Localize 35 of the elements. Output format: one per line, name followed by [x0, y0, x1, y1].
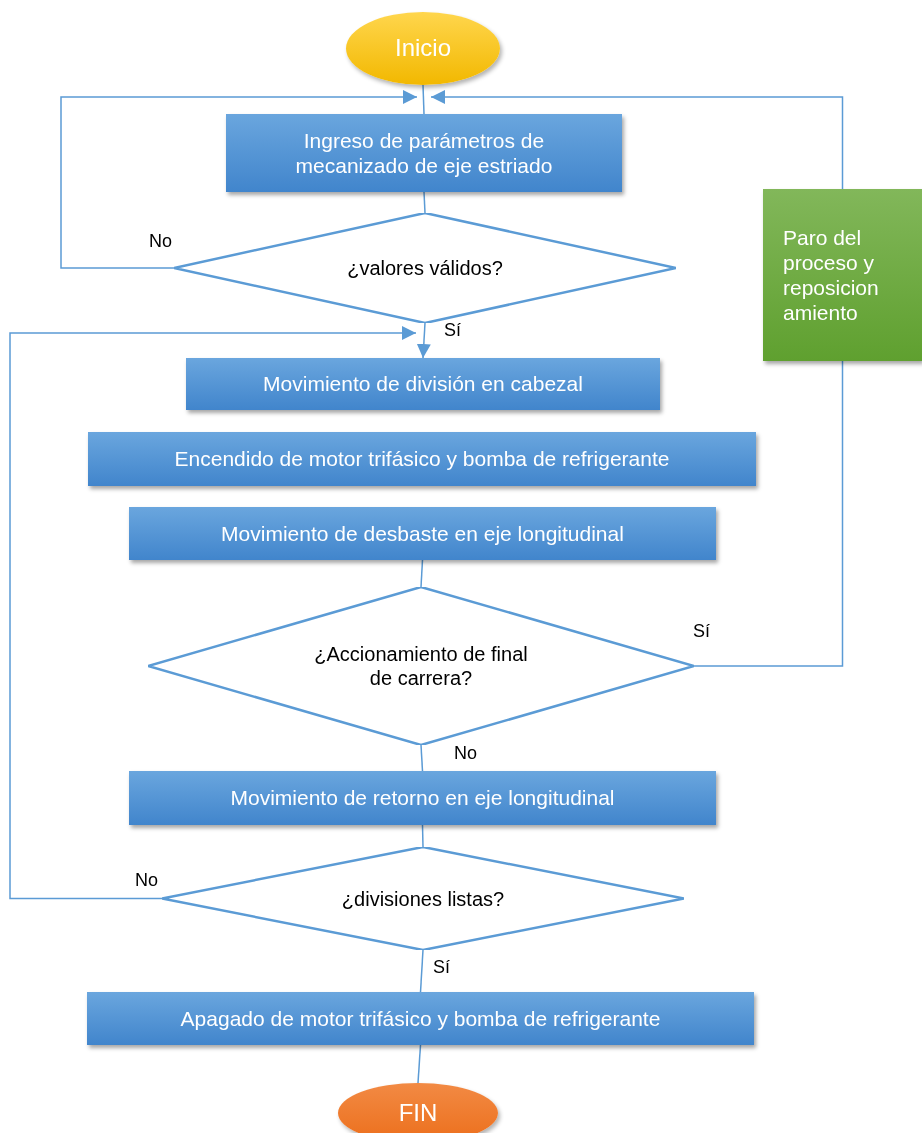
connector-line	[419, 949, 424, 993]
connector-line	[417, 1044, 422, 1084]
arrow	[60, 90, 418, 269]
arrow	[9, 326, 417, 900]
node-text: Paro del proceso y reposicion amiento	[783, 224, 880, 326]
process-box	[226, 114, 622, 192]
process-box	[129, 771, 716, 825]
node-text: Movimiento de división en cabezal	[263, 371, 583, 397]
node-text: Movimiento de retorno en eje longitudinal	[230, 785, 615, 811]
connector-line	[422, 84, 425, 115]
node-text: Movimiento de desbaste en eje longitudinal	[221, 520, 624, 547]
decision-diamond	[148, 587, 694, 745]
node-text: FIN	[398, 1098, 438, 1128]
node-text: ¿divisiones listas?	[341, 886, 505, 911]
node-text: Inicio	[395, 34, 451, 63]
connector-line	[421, 824, 424, 848]
connector-line	[693, 360, 844, 667]
process-box	[129, 507, 716, 560]
connector-line	[420, 744, 424, 772]
process-box	[763, 189, 922, 361]
connector-line	[420, 559, 424, 588]
arrow	[416, 322, 431, 359]
process-box	[87, 992, 754, 1045]
decision-diamond	[162, 847, 684, 950]
node-text: Ingreso de parámetros de mecanizado de eje estriado	[294, 127, 554, 179]
process-box	[186, 358, 660, 410]
connector-line	[423, 191, 426, 214]
node-text: Encendido de motor trifásico y bomba de refrigerante	[174, 446, 670, 472]
node-text: Apagado de motor trifásico y bomba de refrigerante	[180, 1005, 661, 1032]
node-text: ¿valores válidos?	[347, 256, 503, 280]
decision-diamond	[174, 213, 676, 323]
process-box	[88, 432, 756, 486]
terminal-oval	[338, 1083, 498, 1133]
node-text: ¿Accionamiento de final de carrera?	[313, 642, 529, 690]
arrow	[430, 90, 844, 190]
